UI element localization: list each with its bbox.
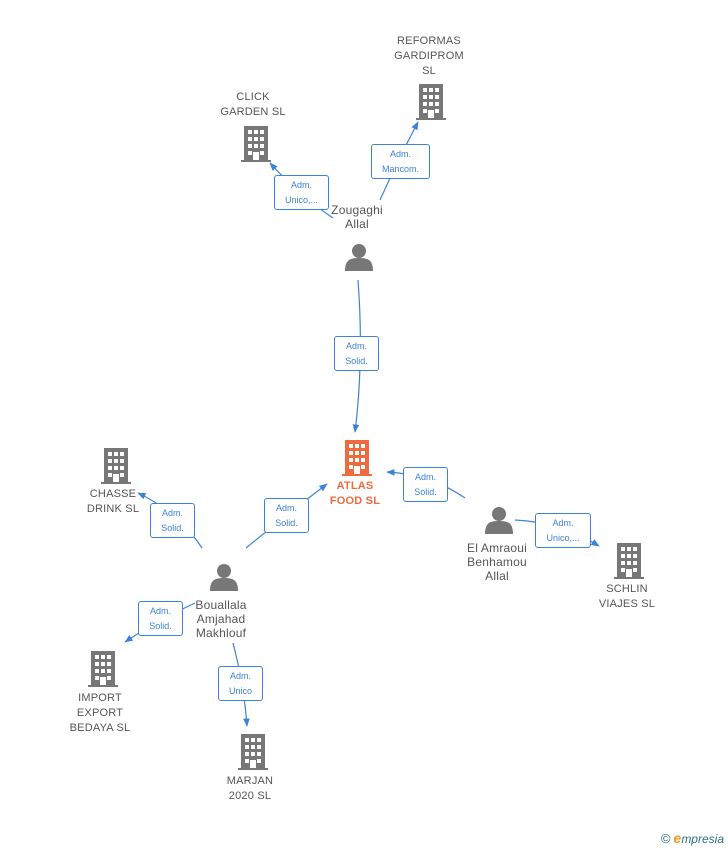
edge-label-box[interactable]: Adm. Solid. [334,336,379,371]
node-label-marjan[interactable]: MARJAN 2020 SL [226,775,274,802]
node-label-import[interactable]: IMPORT EXPORT BEDAYA SL [69,692,131,734]
edge-label-box[interactable]: Adm. Solid. [403,467,448,502]
edge-label-line1: Adm. [552,518,574,528]
node-label-zougaghi[interactable]: Zougaghi Allal [331,203,383,231]
edge-label-line1: Adm. [389,149,411,159]
building-icon-atlas [342,440,372,476]
node-label-chasse[interactable]: CHASSE DRINK SL [86,488,140,515]
brand-name: mpresia [681,832,724,846]
edge-label-line2: Solid. [161,523,184,533]
edge-label-line2: Unico [228,686,252,696]
building-icon-reformas [416,84,446,120]
person-icon-elamraoui [485,507,513,534]
person-icon-zougaghi [345,244,373,271]
edge-label-box[interactable]: Adm. Solid. [150,503,195,538]
edge-label-line1: Adm. [161,508,183,518]
edge-label-line1: Adm. [275,503,297,513]
edge-label-line1: Adm. [345,341,367,351]
edge-label-line2: Solid. [345,356,368,366]
edge-label-box[interactable]: Adm. Unico,... [274,175,329,210]
building-icon-click [241,126,271,162]
edge-label-line2: Solid. [275,518,298,528]
edge-label-line1: Adm. [149,606,171,616]
edge-label-box[interactable]: Adm. Unico,... [535,513,591,548]
brand-initial: e [673,830,682,846]
building-icon-marjan [238,734,268,770]
node-label-atlas[interactable]: ATLAS FOOD SL [329,480,381,507]
node-label-schlin[interactable]: SCHLIN VIAJES SL [598,583,656,610]
node-label-bouallala[interactable]: Bouallala Amjahad Makhlouf [195,598,247,640]
edge-label-box[interactable]: Adm. Unico [218,666,263,701]
node-label-elamraoui[interactable]: El Amraoui Benhamou Allal [466,541,528,583]
edge-label-box[interactable]: Adm. Solid. [138,601,183,636]
brand-footer: ©empresia [661,830,724,846]
edge-label-line2: Solid. [414,487,437,497]
edge-label-line2: Solid. [149,621,172,631]
node-label-reformas[interactable]: REFORMAS GARDIPROM SL [394,35,464,77]
edge-label-line1: Adm. [229,671,251,681]
edge-label-line1: Adm. [290,180,312,190]
copyright-icon: © [660,831,671,846]
edge-label-line2: Unico,... [546,533,580,543]
edge-label-box[interactable]: Adm. Solid. [264,498,309,533]
edge-label-line1: Adm. [414,472,436,482]
building-icon-chasse [101,448,131,484]
edge-label-line2: Mancom. [381,164,419,174]
person-icon-bouallala [210,564,238,591]
edge-label-box[interactable]: Adm. Mancom. [371,144,430,179]
edge-label-line2: Unico,... [284,195,318,205]
building-icon-schlin [614,543,644,579]
building-icon-import [88,651,118,687]
node-label-click[interactable]: CLICK GARDEN SL [220,91,286,118]
